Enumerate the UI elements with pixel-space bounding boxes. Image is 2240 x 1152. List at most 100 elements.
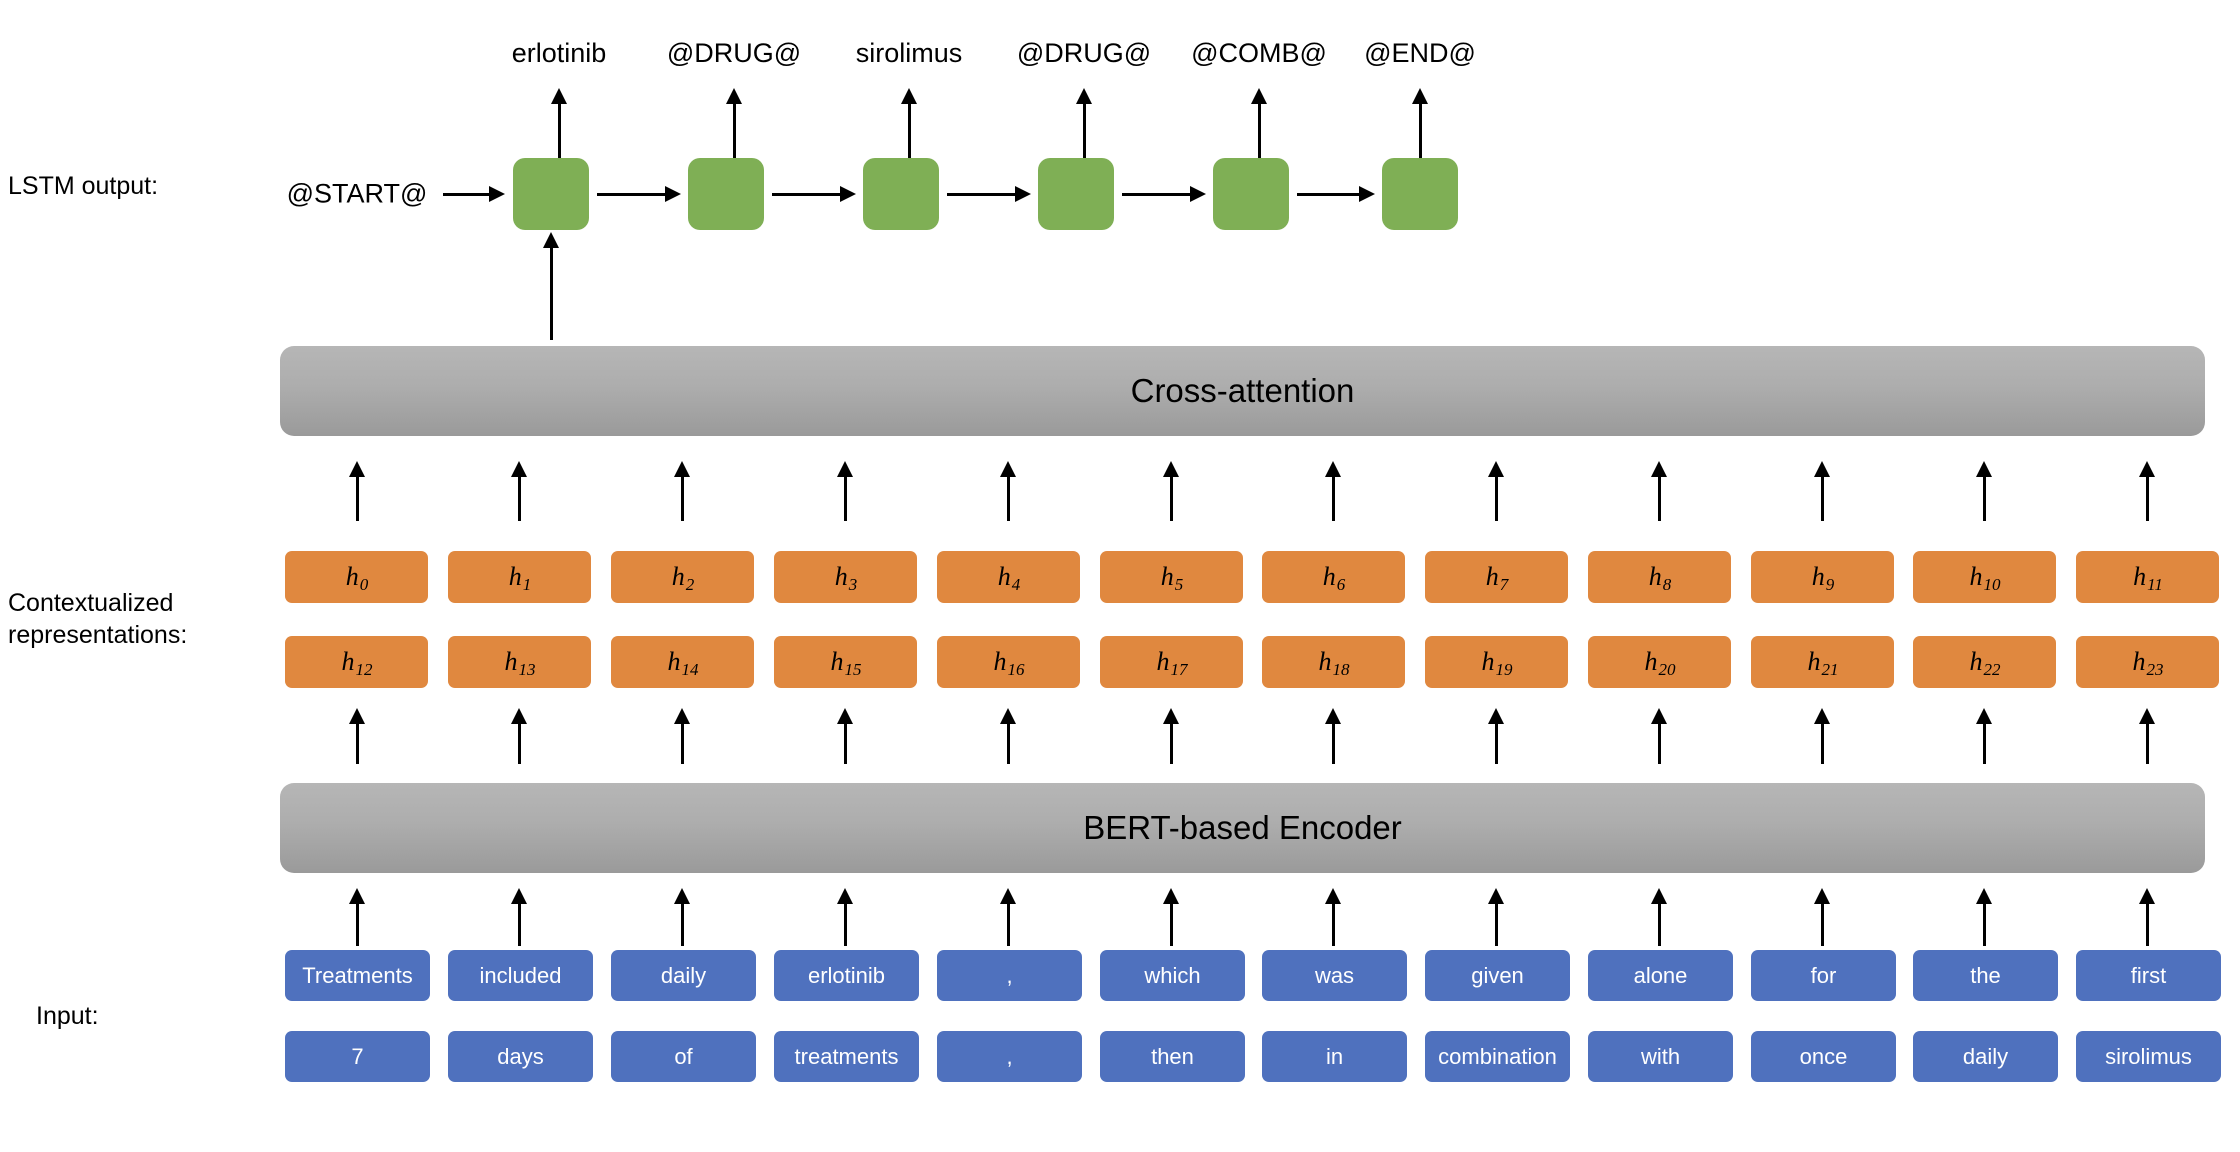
- hidden-box-bottom-11[interactable]: h23: [2076, 636, 2219, 688]
- input-token-label-bottom-4: ,: [1006, 1043, 1013, 1069]
- input-token-bottom-5[interactable]: then: [1100, 1031, 1245, 1082]
- input-token-label-bottom-11: sirolimus: [2105, 1043, 2192, 1069]
- input-token-label-top-3: erlotinib: [807, 962, 886, 988]
- lstm-start-token: @START@: [286, 178, 428, 209]
- hidden-label-bottom-4: h16: [993, 647, 1025, 679]
- hidden-label-top-11: h11: [2133, 562, 2163, 594]
- hidden-label-top-6: h6: [1322, 562, 1346, 594]
- lstm-cell-4[interactable]: [1213, 158, 1289, 230]
- input-token-top-0[interactable]: Treatments: [285, 950, 430, 1001]
- input-token-label-bottom-7: combination: [1438, 1043, 1557, 1069]
- lstm-output-token-4: @COMB@: [1191, 38, 1327, 68]
- hidden-box-top-10[interactable]: h10: [1913, 551, 2056, 603]
- input-token-top-3[interactable]: erlotinib: [774, 950, 919, 1001]
- input-token-bottom-1[interactable]: days: [448, 1031, 593, 1082]
- hidden-label-bottom-0: h12: [341, 647, 373, 679]
- label-lstm-output: LSTM output:: [8, 172, 159, 200]
- hidden-label-top-4: h4: [997, 562, 1021, 594]
- input-token-label-top-7: given: [1471, 962, 1524, 988]
- hidden-box-top-3[interactable]: h3: [774, 551, 917, 603]
- lstm-cell-2[interactable]: [863, 158, 939, 230]
- hidden-box-top-7[interactable]: h7: [1425, 551, 1568, 603]
- hidden-label-top-3: h3: [834, 562, 858, 594]
- input-token-label-bottom-6: in: [1325, 1043, 1344, 1069]
- hidden-label-top-9: h9: [1811, 562, 1835, 594]
- lstm-cell-1[interactable]: [688, 158, 764, 230]
- input-token-bottom-8[interactable]: with: [1588, 1031, 1733, 1082]
- lstm-cell-0[interactable]: [513, 158, 589, 230]
- input-token-top-4[interactable]: ,: [937, 950, 1082, 1001]
- input-token-label-top-11: first: [2130, 962, 2167, 988]
- hidden-box-bottom-7[interactable]: h19: [1425, 636, 1568, 688]
- input-token-label-bottom-5: then: [1151, 1043, 1194, 1069]
- hidden-label-bottom-8: h20: [1644, 647, 1676, 679]
- input-token-bottom-0[interactable]: 7: [285, 1031, 430, 1082]
- input-token-label-top-2: daily: [660, 962, 707, 988]
- hidden-label-top-8: h8: [1648, 562, 1672, 594]
- input-token-top-2[interactable]: daily: [611, 950, 756, 1001]
- hidden-label-bottom-9: h21: [1807, 647, 1839, 679]
- hidden-label-bottom-1: h13: [504, 647, 536, 679]
- input-token-bottom-6[interactable]: in: [1262, 1031, 1407, 1082]
- input-token-bottom-7[interactable]: combination: [1425, 1031, 1570, 1082]
- hidden-box-top-1[interactable]: h1: [448, 551, 591, 603]
- input-token-bottom-11[interactable]: sirolimus: [2076, 1031, 2221, 1082]
- input-token-label-top-8: alone: [1633, 962, 1688, 988]
- hidden-box-bottom-0[interactable]: h12: [285, 636, 428, 688]
- input-token-bottom-9[interactable]: once: [1751, 1031, 1896, 1082]
- hidden-box-top-5[interactable]: h5: [1100, 551, 1243, 603]
- input-token-top-7[interactable]: given: [1425, 950, 1570, 1001]
- hidden-box-top-8[interactable]: h8: [1588, 551, 1731, 603]
- bert-encoder-module[interactable]: BERT-based Encoder: [280, 783, 2205, 873]
- hidden-box-bottom-6[interactable]: h18: [1262, 636, 1405, 688]
- hidden-box-bottom-2[interactable]: h14: [611, 636, 754, 688]
- lstm-output-token-5: @END@: [1364, 38, 1476, 68]
- input-token-top-9[interactable]: for: [1751, 950, 1896, 1001]
- lstm-cell-3[interactable]: [1038, 158, 1114, 230]
- hidden-box-top-2[interactable]: h2: [611, 551, 754, 603]
- cross-attention-label: Cross-attention: [1130, 372, 1355, 409]
- input-token-top-10[interactable]: the: [1913, 950, 2058, 1001]
- hidden-label-bottom-6: h18: [1318, 647, 1350, 679]
- input-token-label-bottom-9: once: [1799, 1043, 1848, 1069]
- hidden-box-bottom-9[interactable]: h21: [1751, 636, 1894, 688]
- hidden-label-top-10: h10: [1969, 562, 2001, 594]
- lstm-cell-5[interactable]: [1382, 158, 1458, 230]
- input-token-label-top-5: which: [1144, 962, 1201, 988]
- hidden-label-bottom-10: h22: [1969, 647, 2001, 679]
- hidden-box-top-4[interactable]: h4: [937, 551, 1080, 603]
- input-token-bottom-4[interactable]: ,: [937, 1031, 1082, 1082]
- input-token-label-top-4: ,: [1006, 962, 1013, 988]
- hidden-box-bottom-4[interactable]: h16: [937, 636, 1080, 688]
- hidden-box-top-9[interactable]: h9: [1751, 551, 1894, 603]
- input-token-bottom-10[interactable]: daily: [1913, 1031, 2058, 1082]
- input-token-label-bottom-1: days: [497, 1043, 544, 1069]
- hidden-box-bottom-3[interactable]: h15: [774, 636, 917, 688]
- hidden-label-bottom-3: h15: [830, 647, 862, 679]
- input-token-label-bottom-0: 7: [351, 1043, 364, 1069]
- hidden-box-bottom-10[interactable]: h22: [1913, 636, 2056, 688]
- input-token-top-5[interactable]: which: [1100, 950, 1245, 1001]
- hidden-label-top-2: h2: [671, 562, 695, 594]
- input-token-top-1[interactable]: included: [448, 950, 593, 1001]
- input-token-top-8[interactable]: alone: [1588, 950, 1733, 1001]
- input-token-label-bottom-3: treatments: [794, 1043, 899, 1069]
- hidden-label-top-1: h1: [508, 562, 532, 594]
- input-token-bottom-3[interactable]: treatments: [774, 1031, 919, 1082]
- input-token-label-bottom-10: daily: [1962, 1043, 2009, 1069]
- input-token-label-top-10: the: [1970, 962, 2001, 988]
- hidden-box-top-0[interactable]: h0: [285, 551, 428, 603]
- hidden-label-bottom-2: h14: [667, 647, 699, 679]
- hidden-box-bottom-8[interactable]: h20: [1588, 636, 1731, 688]
- bert-encoder-label: BERT-based Encoder: [1083, 809, 1402, 846]
- input-token-top-11[interactable]: first: [2076, 950, 2221, 1001]
- input-token-bottom-2[interactable]: of: [611, 1031, 756, 1082]
- hidden-box-bottom-1[interactable]: h13: [448, 636, 591, 688]
- lstm-output-token-2: sirolimus: [855, 38, 963, 68]
- hidden-box-bottom-5[interactable]: h17: [1100, 636, 1243, 688]
- input-token-top-6[interactable]: was: [1262, 950, 1407, 1001]
- hidden-box-top-11[interactable]: h11: [2076, 551, 2219, 603]
- cross-attention-module[interactable]: Cross-attention: [280, 346, 2205, 436]
- hidden-box-top-6[interactable]: h6: [1262, 551, 1405, 603]
